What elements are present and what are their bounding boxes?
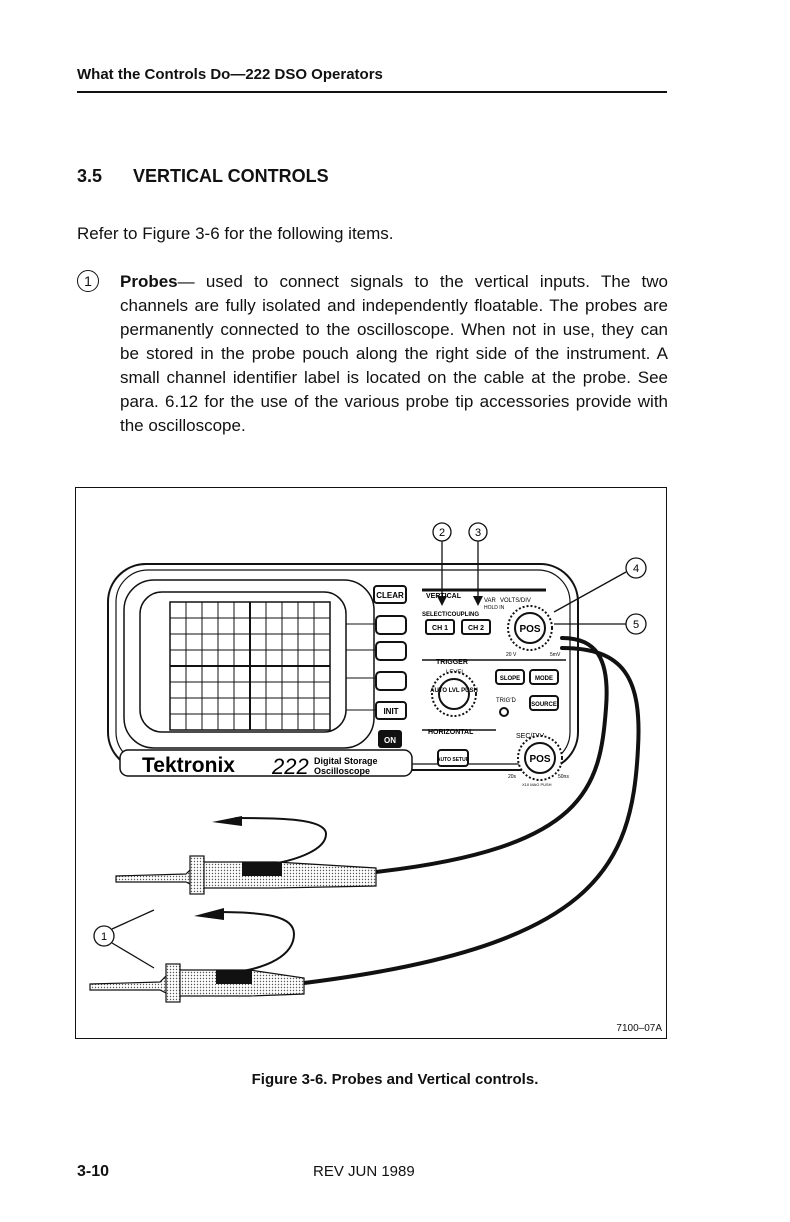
- auto-setup-label: AUTO SETUP: [437, 757, 470, 763]
- s20-label: 20s: [508, 774, 517, 780]
- section-number: 3.5: [77, 166, 103, 186]
- header-rule: [77, 91, 667, 93]
- figure-oscilloscope: Tektronix 222 Digital Storage Oscillosco…: [75, 487, 667, 1039]
- brand-name: Tektronix: [142, 754, 235, 777]
- mode-label: MODE: [535, 676, 553, 682]
- model-desc-2: Oscilloscope: [314, 766, 370, 776]
- power-on-button[interactable]: ON: [378, 730, 402, 748]
- init-label: INIT: [383, 707, 398, 716]
- soft-keys: CLEAR INIT ON: [346, 585, 407, 748]
- model-desc-1: Digital Storage: [314, 756, 378, 766]
- callout-3: 3: [468, 522, 488, 606]
- ch1-button[interactable]: CH 1: [425, 619, 455, 635]
- horizontal-pos-label: POS: [529, 754, 550, 765]
- oscilloscope-illustration: Tektronix 222 Digital Storage Oscillosco…: [89, 522, 647, 1003]
- item-term: Probes: [120, 272, 178, 291]
- soft-key-2[interactable]: [375, 641, 407, 661]
- revision-date: REV JUN 1989: [313, 1163, 415, 1180]
- item-number-circle: 1: [77, 270, 99, 292]
- volts-div-label: VOLTS/DIV: [500, 598, 531, 604]
- probe-cables: [215, 636, 641, 986]
- figure-code: 7100–07A: [616, 1023, 662, 1034]
- source-label: SOURCE: [531, 702, 557, 708]
- slope-label: SLOPE: [500, 676, 520, 682]
- clear-button[interactable]: CLEAR: [373, 585, 407, 604]
- v20-label: 20 V: [506, 652, 517, 658]
- on-label: ON: [384, 736, 396, 745]
- slope-button[interactable]: SLOPE: [495, 669, 525, 685]
- brand-bar: Tektronix 222 Digital Storage Oscillosco…: [119, 749, 413, 779]
- trigger-label: TRIGGER: [436, 659, 468, 666]
- item-body: — used to connect signals to the vertica…: [120, 272, 668, 435]
- ch2-label: CH 2: [468, 625, 484, 632]
- section-title: VERTICAL CONTROLS: [133, 166, 329, 186]
- auto-setup-button[interactable]: AUTO SETUP: [437, 749, 470, 767]
- probe-1: [115, 816, 377, 895]
- init-button[interactable]: INIT: [375, 701, 407, 720]
- trigger-level-knob[interactable]: AUTO LVL PUSH: [430, 671, 478, 717]
- sec-div-knob[interactable]: POS: [517, 735, 563, 781]
- probe-2: [89, 908, 305, 1003]
- callout-1: 1: [93, 909, 155, 969]
- figure-caption: Figure 3-6. Probes and Vertical controls…: [251, 1071, 539, 1088]
- svg-text:3: 3: [475, 527, 481, 539]
- mode-button[interactable]: MODE: [529, 669, 559, 685]
- select-coupling-label: SELECT/COUPLING: [422, 612, 479, 618]
- clear-label: CLEAR: [376, 591, 404, 600]
- ns50-label: 50ns: [558, 774, 569, 780]
- control-panel: VERTICAL VOLTS/DIV VAR HOLD IN SELECT/CO…: [422, 588, 569, 787]
- soft-key-3[interactable]: [375, 671, 407, 691]
- callout-5: 5: [554, 613, 647, 635]
- callout-4: 4: [553, 557, 647, 613]
- volts-div-knob[interactable]: POS: [507, 605, 553, 651]
- trigd-label: TRIG'D: [496, 698, 516, 704]
- intro-text: Refer to Figure 3-6 for the following it…: [77, 224, 394, 243]
- crt-screen: [139, 591, 347, 733]
- ch2-button[interactable]: CH 2: [461, 619, 491, 635]
- hold-in-label: HOLD IN: [484, 605, 505, 611]
- xy-magnify-label: X10 MAG PUSH: [522, 782, 552, 787]
- callout-2: 2: [432, 522, 452, 606]
- svg-text:2: 2: [439, 527, 445, 539]
- horizontal-label: HORIZONTAL: [428, 729, 474, 736]
- mv5-label: 5mV: [550, 652, 561, 658]
- sec-div-label: SEC/DIV: [516, 733, 544, 740]
- svg-text:4: 4: [633, 563, 639, 575]
- svg-text:5: 5: [633, 619, 639, 631]
- page-number: 3-10: [77, 1163, 110, 1180]
- trigd-led-icon: [499, 707, 509, 717]
- var-label: VAR: [484, 598, 497, 604]
- model-number: 222: [271, 754, 309, 779]
- ch1-label: CH 1: [432, 625, 448, 632]
- svg-text:1: 1: [101, 931, 107, 943]
- auto-lvl-label: AUTO LVL PUSH: [430, 688, 478, 694]
- source-button[interactable]: SOURCE: [529, 695, 559, 711]
- vertical-pos-label: POS: [519, 624, 540, 635]
- soft-key-1[interactable]: [375, 615, 407, 635]
- item-probes-description: Probes— used to connect signals to the v…: [120, 270, 668, 438]
- running-header: What the Controls Do—222 DSO Operators: [77, 66, 383, 83]
